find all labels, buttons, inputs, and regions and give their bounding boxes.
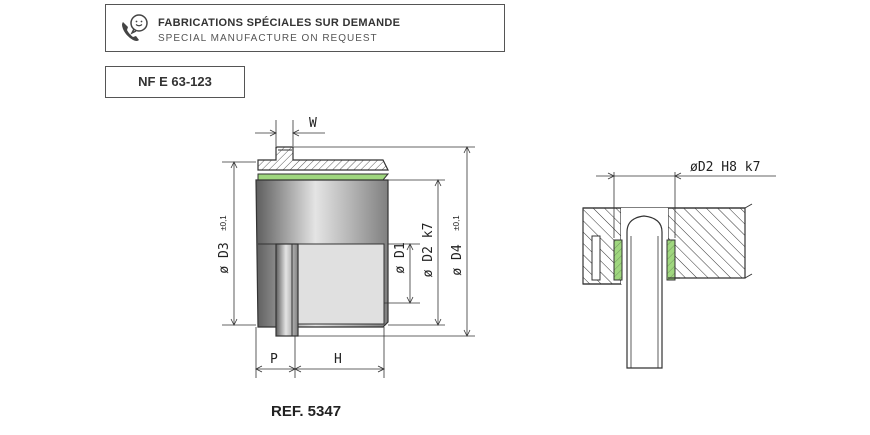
dim-fit: øD2 H8 k7 <box>690 160 760 175</box>
bushing-side-view <box>255 146 390 337</box>
dim-h: H <box>334 352 342 367</box>
mounting-section-view <box>582 203 753 369</box>
guide-pin <box>626 215 663 369</box>
special-manufacture-banner: FABRICATIONS SPÉCIALES SUR DEMANDE SPECI… <box>105 4 505 52</box>
dim-d1: ø D1 <box>393 242 408 273</box>
banner-text-french: FABRICATIONS SPÉCIALES SUR DEMANDE <box>158 17 401 29</box>
product-reference: REF. 5347 <box>271 403 342 420</box>
dim-d2: ø D2 k7 <box>421 223 436 278</box>
collar <box>275 243 299 337</box>
dim-d4-tolerance: ±0,1 <box>452 215 461 231</box>
banner-text-english: SPECIAL MANUFACTURE ON REQUEST <box>158 33 378 44</box>
standard-reference-box: NF E 63-123 <box>105 66 245 98</box>
liner-layer <box>257 173 390 181</box>
phone-chat-icon <box>122 14 148 41</box>
dimension-lines-right <box>596 172 776 238</box>
dim-d3: ø D3 <box>217 242 232 273</box>
dim-d3-tolerance: ±0,1 <box>219 215 228 231</box>
dim-w: W <box>309 116 317 131</box>
dimension-lines-left <box>222 120 475 378</box>
dim-p: P <box>270 352 278 367</box>
dim-d4: ø D4 <box>450 244 465 275</box>
